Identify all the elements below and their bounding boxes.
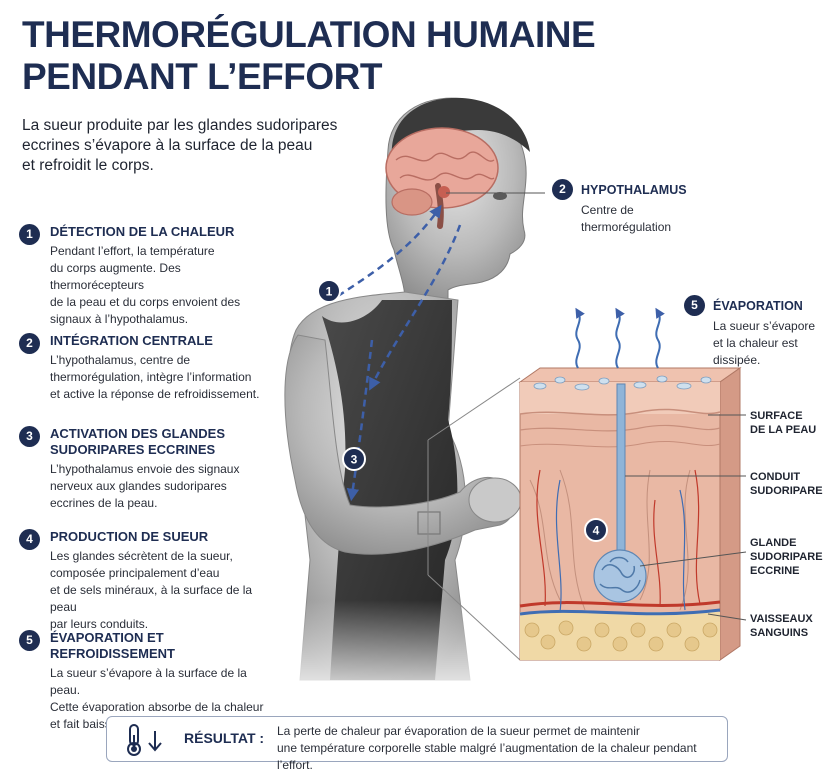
callout-text-line: dissipée. xyxy=(713,353,761,367)
title-line-2: PENDANT L’EFFORT xyxy=(22,56,382,97)
step-text-line: Cette évaporation absorbe de la chaleur xyxy=(50,700,264,714)
step-title-line: DÉTECTION DE LA CHALEUR xyxy=(50,224,235,239)
callout-title: ÉVAPORATION xyxy=(713,299,803,313)
callout-evaporation: 5 ÉVAPORATION La sueur s’évapore et la c… xyxy=(684,295,815,369)
step-text-line: et active la réponse de refroidissement. xyxy=(50,387,260,401)
skin-label-leaders xyxy=(625,414,747,621)
label-sweat-gland: GLANDE SUDORIPARE ECCRINE xyxy=(750,536,823,578)
page-subtitle: La sueur produite par les glandes sudori… xyxy=(22,116,342,176)
step-text-line: signaux à l’hypothalamus. xyxy=(50,312,189,326)
figure-badge-activation: 3 xyxy=(342,447,366,471)
sweat-duct xyxy=(616,383,626,560)
step-title-line: ÉVAPORATION ET REFROIDISSEMENT xyxy=(50,630,175,661)
figure-badge-gland: 4 xyxy=(584,518,608,542)
evaporation-arrows xyxy=(575,307,665,369)
sweat-droplets xyxy=(533,375,712,391)
figure-badge-detection-number: 1 xyxy=(326,285,333,299)
step-text-line: par leurs conduits. xyxy=(50,617,149,631)
subtitle-line-2: eccrines s’évapore à la surface de la pe… xyxy=(22,137,313,154)
result-text: La perte de chaleur par évaporation de l… xyxy=(277,723,727,774)
callout-title: HYPOTHALAMUS xyxy=(581,183,687,197)
label-line: DE LA PEAU xyxy=(750,424,817,436)
step-title: ÉVAPORATION ET REFROIDISSEMENT xyxy=(50,630,274,662)
label-sweat-duct: CONDUIT SUDORIPARE xyxy=(750,470,823,498)
step-text-line: thermorégulation, intègre l’information xyxy=(50,370,252,384)
sweat-gland xyxy=(593,549,647,603)
figure-badge-detection: 1 xyxy=(317,279,341,303)
callout-text: Centre de thermorégulation xyxy=(581,202,687,236)
step-title-line: SUDORIPARES ECCRINES xyxy=(50,442,216,457)
step-text: L’hypothalamus envoie des signaux nerveu… xyxy=(50,461,274,512)
step-activation: 3 ACTIVATION DES GLANDES SUDORIPARES ECC… xyxy=(19,426,274,512)
label-line: CONDUIT xyxy=(750,471,801,483)
zoom-connector-lines xyxy=(427,377,521,661)
step-text: Pendant l’effort, la température du corp… xyxy=(50,243,274,328)
page-title: THERMORÉGULATION HUMAINE PENDANT L’EFFOR… xyxy=(22,14,596,98)
figure-badge-gland-number: 4 xyxy=(593,524,600,538)
thermometer-down-icon xyxy=(127,724,162,756)
step-text: L’hypothalamus, centre de thermorégulati… xyxy=(50,352,274,403)
vein xyxy=(519,608,721,616)
step-title-line: PRODUCTION DE SUEUR xyxy=(50,529,209,544)
step-integration: 2 INTÉGRATION CENTRALE L’hypothalamus, c… xyxy=(19,333,274,403)
step-badge: 5 xyxy=(19,630,40,651)
runner-torso xyxy=(287,291,471,681)
artery xyxy=(519,600,721,608)
callout-text: La sueur s’évapore et la chaleur est dis… xyxy=(713,318,815,369)
step-text-line: La sueur s’évapore à la surface de la pe… xyxy=(50,666,247,697)
callout-badge: 5 xyxy=(684,295,705,316)
label-line: SANGUINS xyxy=(750,627,809,639)
title-line-1: THERMORÉGULATION HUMAINE xyxy=(22,14,596,55)
subtitle-line-1: La sueur produite par les glandes sudori… xyxy=(22,117,338,134)
step-production: 4 PRODUCTION DE SUEUR Les glandes sécrèt… xyxy=(19,529,274,633)
step-text-line: et de sels minéraux, à la surface de la … xyxy=(50,583,253,614)
callout-hypothalamus: 2 HYPOTHALAMUS Centre de thermorégulatio… xyxy=(552,179,687,236)
runner-arm xyxy=(284,334,522,555)
result-label: RÉSULTAT : xyxy=(184,730,265,746)
step-title-line: ACTIVATION DES GLANDES xyxy=(50,426,226,441)
step-badge: 1 xyxy=(19,224,40,245)
step-text-line: du corps augmente. Des thermorécepteurs xyxy=(50,261,181,292)
step-text-line: Pendant l’effort, la température xyxy=(50,244,215,258)
callout-text-line: et la chaleur est xyxy=(713,336,798,350)
callout-text-line: thermorégulation xyxy=(581,220,672,234)
result-text-line: une température corporelle stable malgré… xyxy=(277,741,697,772)
step-title-line: INTÉGRATION CENTRALE xyxy=(50,333,213,348)
step-text: Les glandes sécrètent de la sueur, compo… xyxy=(50,548,274,633)
step-badge: 4 xyxy=(19,529,40,550)
result-text-line: La perte de chaleur par évaporation de l… xyxy=(277,724,640,738)
neural-signal-arrows xyxy=(337,204,462,502)
step-text-line: nerveux aux glandes sudoripares xyxy=(50,479,227,493)
step-badge: 2 xyxy=(19,333,40,354)
step-title: ACTIVATION DES GLANDES SUDORIPARES ECCRI… xyxy=(50,426,274,458)
result-box: RÉSULTAT : La perte de chaleur par évapo… xyxy=(106,716,728,772)
label-line: GLANDE xyxy=(750,537,797,549)
label-line: SUDORIPARE xyxy=(750,485,823,497)
step-text-line: L’hypothalamus envoie des signaux xyxy=(50,462,240,476)
step-text-line: composée principalement d’eau xyxy=(50,566,220,580)
label-line: SUDORIPARE xyxy=(750,551,823,563)
label-line: ECCRINE xyxy=(750,565,800,577)
label-line: VAISSEAUX xyxy=(750,613,813,625)
label-skin-surface: SURFACE DE LA PEAU xyxy=(750,409,816,437)
callout-text-line: La sueur s’évapore xyxy=(713,319,816,333)
step-title: PRODUCTION DE SUEUR xyxy=(50,529,274,545)
label-blood-vessels: VAISSEAUX SANGUINS xyxy=(750,612,813,640)
callout-badge: 2 xyxy=(552,179,573,200)
step-text-line: Les glandes sécrètent de la sueur, xyxy=(50,549,233,563)
step-detection: 1 DÉTECTION DE LA CHALEUR Pendant l’effo… xyxy=(19,224,274,328)
callout-text-line: Centre de xyxy=(581,203,634,217)
step-title: DÉTECTION DE LA CHALEUR xyxy=(50,224,274,240)
brain-illustration xyxy=(385,127,499,229)
step-text-line: de la peau et du corps envoient des xyxy=(50,295,241,309)
step-text-line: eccrines de la peau. xyxy=(50,496,158,510)
subtitle-line-3: et refroidit le corps. xyxy=(22,157,154,174)
step-title: INTÉGRATION CENTRALE xyxy=(50,333,274,349)
step-text-line: L’hypothalamus, centre de xyxy=(50,353,191,367)
runner-illustration: 1 3 4 xyxy=(240,97,747,710)
figure-badge-activation-number: 3 xyxy=(351,453,358,467)
label-line: SURFACE xyxy=(750,410,803,422)
step-badge: 3 xyxy=(19,426,40,447)
skin-cross-section xyxy=(518,367,742,661)
